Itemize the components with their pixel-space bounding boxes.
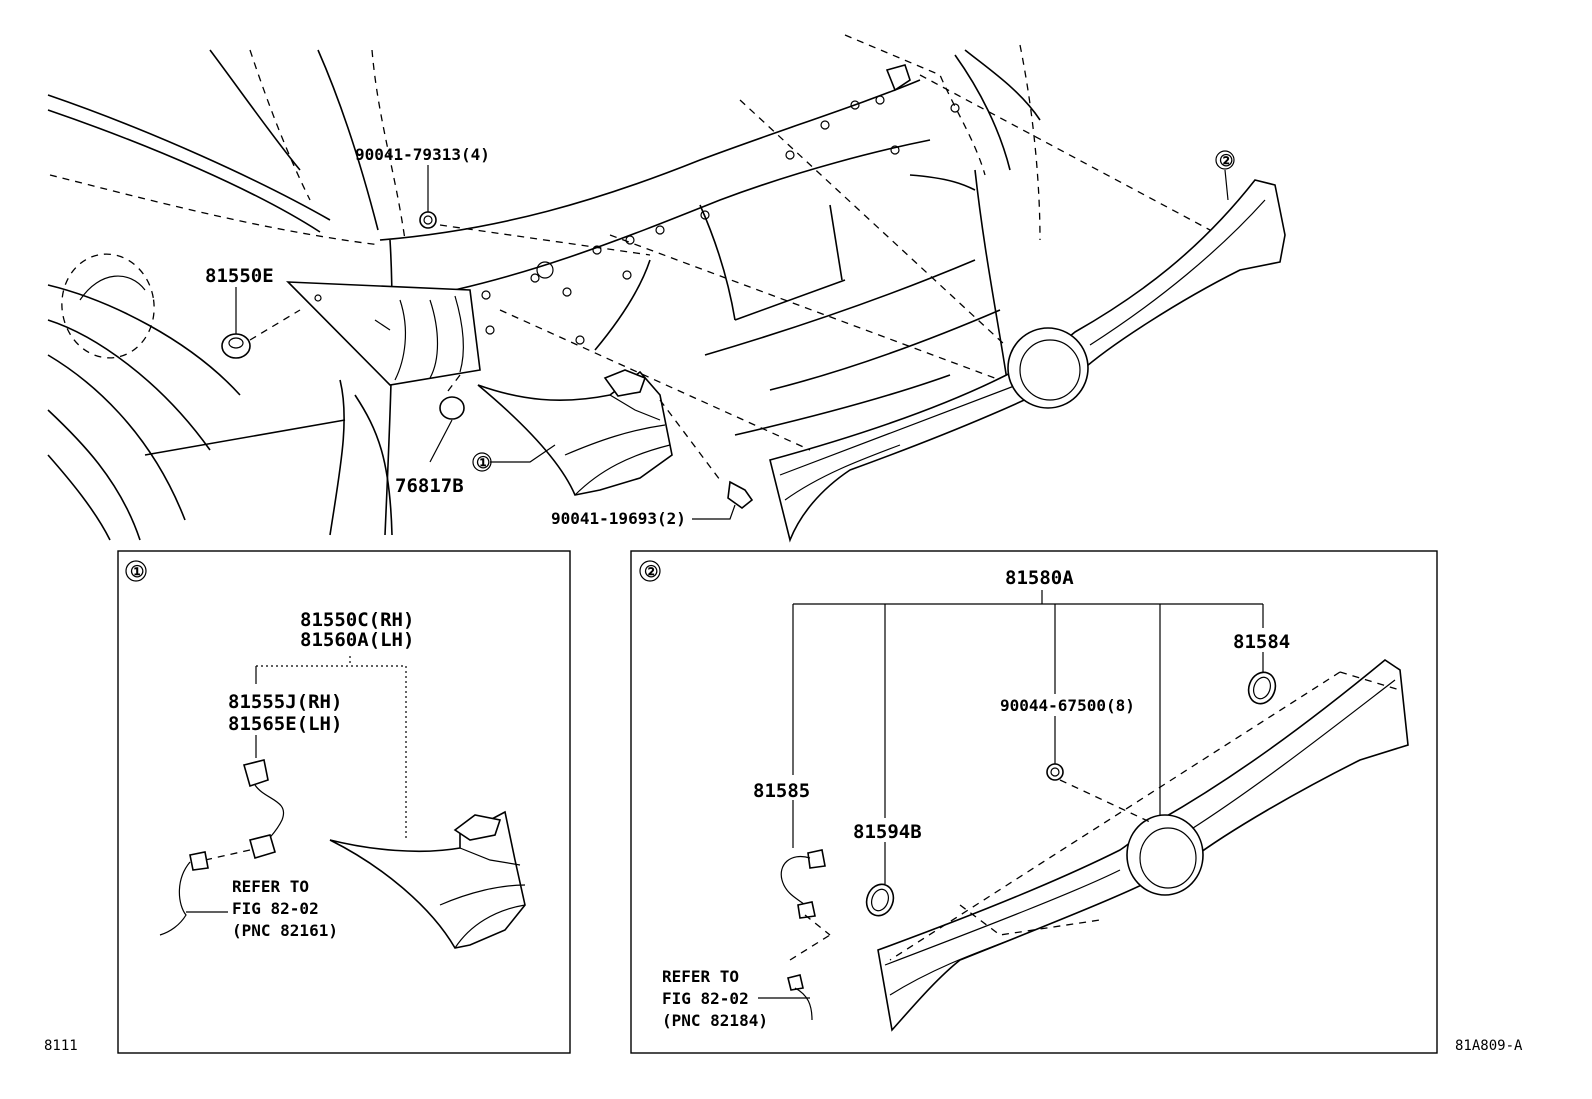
inset-2-frame — [630, 550, 1438, 1054]
fasteners-main — [221, 211, 754, 510]
garnish-main — [769, 179, 1286, 543]
inset-2-gasket-icon — [1247, 671, 1277, 705]
bolt-bottom-icon — [727, 480, 754, 510]
inset-1-ref-line1: REFER TO — [232, 877, 309, 896]
label-clip: 76817B — [395, 475, 464, 497]
callout-2-marker — [1215, 150, 1235, 170]
inset-2-gasket2-icon — [865, 883, 895, 917]
assembly-dashes — [249, 74, 1211, 481]
inset-2-socket-icon — [807, 849, 826, 869]
rear-lamp-main — [477, 369, 673, 496]
inset-1-label-socket-lh: 81565E(LH) — [228, 713, 342, 735]
inset-2-label-gasket: 81584 — [1233, 631, 1290, 653]
inset-1-frame — [117, 550, 571, 1054]
inset-1-socket — [243, 759, 269, 788]
inset-1-ref-line2: FIG 82-02 — [232, 899, 319, 918]
bolt-top-icon — [419, 211, 437, 229]
inset-1-label-lamp-lh: 81560A(LH) — [300, 629, 414, 651]
inset-2-callout: ② — [644, 562, 658, 581]
label-callout-1: ① — [476, 453, 490, 472]
inset-2-nut-icon — [1046, 763, 1064, 781]
label-callout-2: ② — [1219, 151, 1233, 170]
inset-1-ref-line3: (PNC 82161) — [232, 921, 338, 940]
drawing-code: 81A809-A — [1455, 1038, 1523, 1054]
inset-2-label-gasket2: 81594B — [853, 821, 922, 843]
inset-1: ① 81550C(RH) 81560A(LH) 81555J(RH) 81565… — [117, 550, 571, 1054]
inset-2-ref-line2: FIG 82-02 — [662, 989, 749, 1008]
inset-2-label-nut: 90044-67500(8) — [1000, 696, 1135, 715]
lamp-bracket — [285, 281, 481, 386]
inset-1-callout: ① — [130, 562, 144, 581]
clip-icon — [439, 396, 465, 420]
inset-2: ② — [630, 550, 1438, 1054]
figure-code: 8111 — [44, 1038, 78, 1054]
vehicle-body — [47, 34, 1041, 541]
label-bolt-top: 90041-79313(4) — [355, 145, 490, 164]
callout-1-marker — [472, 452, 492, 472]
inset-2-label-socket: 81585 — [753, 780, 810, 802]
label-grommet: 81550E — [205, 265, 274, 287]
inset-2-label-assy: 81580A — [1005, 567, 1074, 589]
inset-1-label-socket-rh: 81555J(RH) — [228, 691, 342, 713]
label-bolt-bottom: 90041-19693(2) — [551, 509, 686, 528]
inset-2-ref-line1: REFER TO — [662, 967, 739, 986]
leaders-main — [235, 165, 1229, 520]
inset-2-ref-line3: (PNC 82184) — [662, 1011, 768, 1030]
inset-1-label-lamp-rh: 81550C(RH) — [300, 609, 414, 631]
